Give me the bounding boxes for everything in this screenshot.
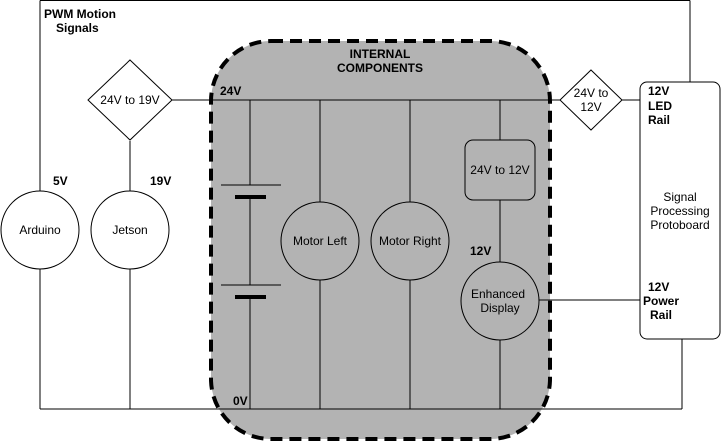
power-rail-label-line2: Power	[643, 294, 679, 308]
converter-12v-diamond-line2: 12V	[580, 100, 601, 114]
jetson-node	[90, 190, 170, 270]
voltage-12v-display-label: 12V	[470, 244, 491, 258]
pwm-signals-label-line2: Signals	[56, 21, 99, 35]
arduino-node	[0, 190, 80, 270]
internal-components-label-line1: INTERNAL	[350, 47, 411, 61]
display-label-line1: Enhanced	[471, 287, 525, 301]
converter-19v-diamond	[87, 59, 173, 141]
motor-left-node	[280, 201, 360, 281]
power-rail-label-line1: 12V	[648, 280, 669, 294]
internal-components-label-line2: COMPONENTS	[337, 61, 423, 75]
converter-12v-diamond-line1: 24V to	[574, 86, 609, 100]
converter-12v-diamond	[559, 69, 623, 131]
protoboard-label-line3: Protoboard	[650, 218, 709, 232]
led-rail-label-line3: Rail	[648, 113, 670, 127]
wires	[39, 0, 691, 410]
voltage-19v-label: 19V	[150, 174, 171, 188]
voltage-24v-label: 24V	[220, 84, 241, 98]
display-label-line2: Display	[480, 301, 519, 315]
voltage-0v-label: 0V	[233, 394, 248, 408]
pwm-signals-label-line1: PWM Motion	[44, 7, 116, 21]
protoboard-label-line2: Processing	[650, 204, 709, 218]
converter-19v-label: 24V to 19V	[100, 93, 159, 107]
power-rail-label-line3: Rail	[650, 308, 672, 322]
led-rail-label-line1: 12V	[648, 84, 669, 98]
jetson-label: Jetson	[112, 223, 147, 237]
motor-left-label: Motor Left	[293, 234, 348, 248]
motor-right-label: Motor Right	[379, 234, 442, 248]
protoboard-label-line1: Signal	[663, 190, 696, 204]
protoboard-box	[639, 81, 721, 340]
converter-12v-box-label: 24V to 12V	[470, 163, 529, 177]
led-rail-label-line2: LED	[648, 99, 672, 113]
arduino-label: Arduino	[19, 223, 61, 237]
motor-right-node	[370, 201, 450, 281]
voltage-5v-label: 5V	[53, 174, 68, 188]
enhanced-display-node	[460, 261, 540, 341]
converter-12v-box	[464, 139, 536, 201]
